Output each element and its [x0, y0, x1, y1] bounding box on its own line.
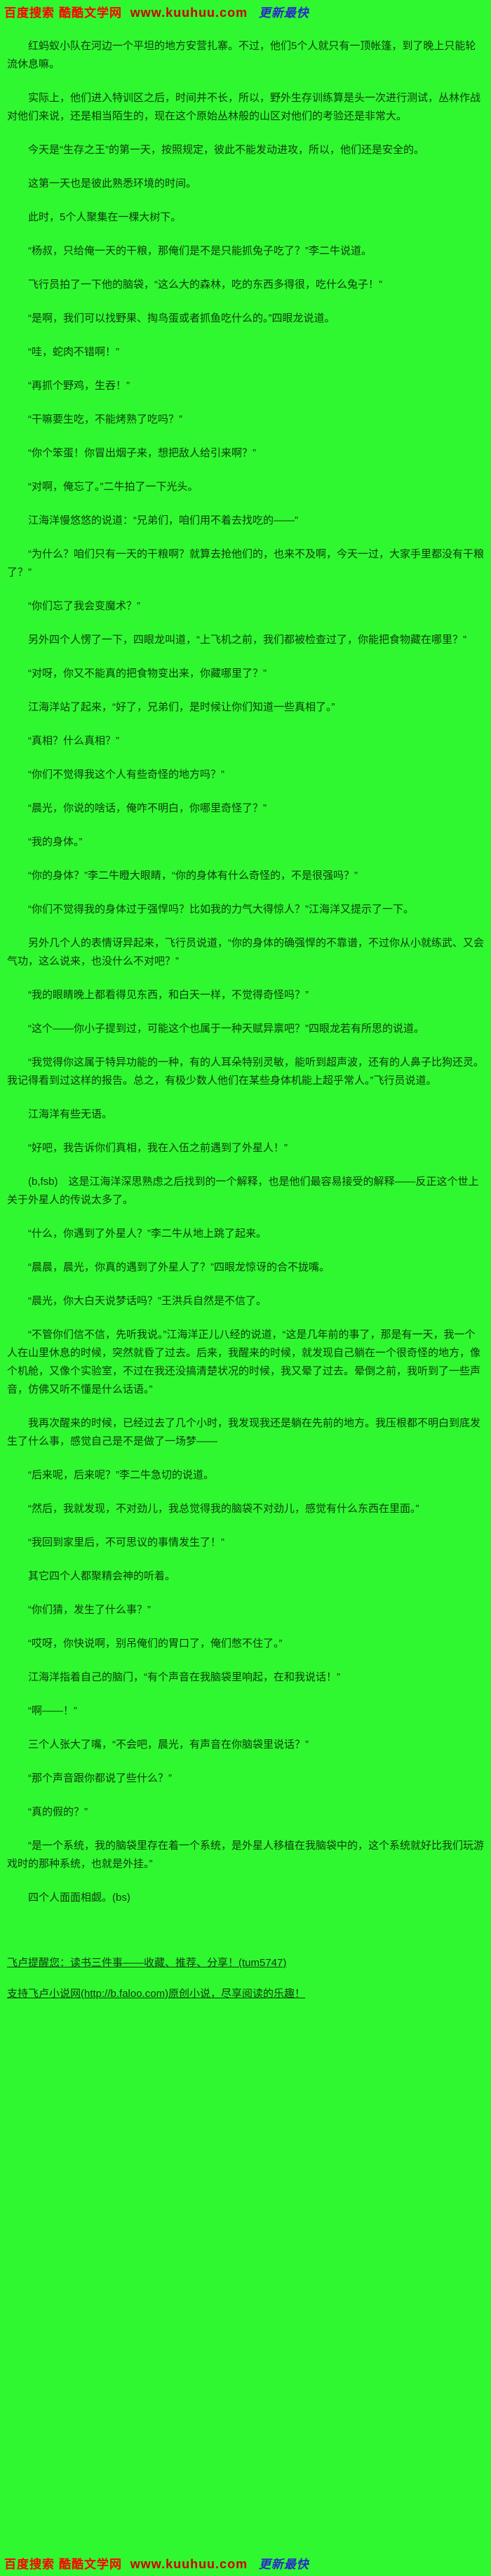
- novel-paragraph: 江海洋慢悠悠的说道：“兄弟们，咱们用不着去找吃的——”: [28, 514, 298, 526]
- chapter-content: 红蚂蚁小队在河边一个平坦的地方安营扎寨。不过，他们5个人就只有一顶帐篷，到了晚上…: [0, 22, 491, 1923]
- novel-paragraph: “真的假的？”: [28, 1806, 88, 1818]
- novel-paragraph: “是一个系统，我的脑袋里存在着一个系统，是外星人移植在我脑袋中的，这个系统就好比…: [7, 1840, 484, 1870]
- header-search-prefix[interactable]: 百度搜索: [4, 6, 55, 20]
- novel-paragraph: “后来呢，后来呢？”李二牛急切的说道。: [28, 1469, 214, 1481]
- novel-paragraph: “啊——！”: [28, 1705, 77, 1717]
- novel-paragraph: “你们猜，发生了什么事？”: [28, 1604, 151, 1616]
- novel-paragraph: “你们不觉得我的身体过于强悍吗？比如我的力气大得惊人？”江海洋又提示了一下。: [28, 903, 414, 915]
- bottom-spacer: [0, 2022, 491, 2551]
- novel-paragraph: “你的身体？”李二牛瞪大眼睛，“你的身体有什么奇怪的，不是很强吗？”: [28, 870, 358, 882]
- novel-paragraph: “哎呀，你快说啊，别吊俺们的胃口了，俺们憋不住了。”: [28, 1638, 283, 1649]
- footer-site-name[interactable]: 酷酷文学网: [59, 2558, 122, 2571]
- novel-paragraph: “那个声音跟你都说了些什么？”: [28, 1772, 172, 1784]
- novel-paragraph: “我回到家里后，不可思议的事情发生了！”: [28, 1536, 224, 1548]
- footer-search-prefix[interactable]: 百度搜索: [4, 2558, 55, 2571]
- novel-paragraph: 红蚂蚁小队在河边一个平坦的地方安营扎寨。不过，他们5个人就只有一顶帐篷，到了晚上…: [7, 40, 476, 70]
- novel-paragraph: “晨光，你说的啥话，俺咋不明白，你哪里奇怪了？”: [28, 802, 267, 814]
- novel-paragraph: “这个——你小子提到过，可能这个也属于一种天赋异禀吧？”四眼龙若有所思的说道。: [28, 1023, 424, 1035]
- novel-paragraph: “好吧，我告诉你们真相，我在入伍之前遇到了外星人！”: [28, 1142, 288, 1154]
- novel-paragraph: 江海洋站了起来，“好了，兄弟们，是时候让你们知道一些真相了。”: [28, 701, 335, 713]
- novel-paragraph: 另外几个人的表情讶异起来，飞行员说道，“你的身体的确强悍的不靠谱，不过你从小就练…: [7, 937, 484, 967]
- novel-paragraph: 其它四个人都聚精会神的听着。: [28, 1570, 176, 1582]
- novel-paragraph: “对啊，俺忘了。”二牛拍了一下光头。: [28, 481, 199, 493]
- novel-paragraph: “杨叔，只给俺一天的干粮，那俺们是不是只能抓兔子吃了？”李二牛说道。: [28, 245, 372, 257]
- site-notices: 飞卢提醒您：读书三件事——收藏、推荐、分享！(tum5747) 支持飞卢小说网(…: [0, 1923, 491, 2022]
- novel-paragraph: “干嘛要生吃，不能烤熟了吃吗？”: [28, 413, 182, 425]
- novel-paragraph: “是啊，我们可以找野果、掏鸟蛋或者抓鱼吃什么的。”四眼龙说道。: [28, 312, 335, 324]
- novel-paragraph: “为什么？咱们只有一天的干粮啊？就算去抢他们的，也来不及啊，今天一过，大家手里都…: [7, 548, 484, 578]
- novel-paragraph: “我的眼睛晚上都看得见东西，和白天一样，不觉得奇怪吗？”: [28, 989, 309, 1001]
- novel-paragraph: 实际上，他们进入特训区之后，时间并不长，所以，野外生存训练算是头一次进行测试，丛…: [7, 92, 481, 122]
- faloo-support-link[interactable]: 支持飞卢小说网(http://b.faloo.com)原创小说，尽享阅读的乐趣！: [7, 1988, 306, 2000]
- novel-paragraph: “晨光，你大白天说梦话吗？”王洪兵自然是不信了。: [28, 1295, 267, 1307]
- novel-paragraph: 三个人张大了嘴，“不会吧，晨光，有声音在你脑袋里说话？”: [28, 1739, 309, 1751]
- novel-paragraph: “我觉得你这属于特异功能的一种，有的人耳朵特别灵敏，能听到超声波，还有的人鼻子比…: [7, 1056, 484, 1087]
- novel-paragraph: “什么，你遇到了外星人？”李二牛从地上跳了起来。: [28, 1228, 267, 1240]
- novel-paragraph: (b,fsb) 这是江海洋深思熟虑之后找到的一个解释，也是他们最容易接受的解释—…: [7, 1176, 479, 1206]
- novel-paragraph: 飞行员拍了一下他的脑袋，“这么大的森林，吃的东西多得很，吃什么兔子！”: [28, 279, 382, 291]
- novel-paragraph: “哇，蛇肉不错啊！”: [28, 346, 119, 358]
- novel-paragraph: 江海洋指着自己的脑门，“有个声音在我脑袋里响起，在和我说话！”: [28, 1671, 340, 1683]
- novel-paragraph: “你们忘了我会变魔术？”: [28, 600, 140, 612]
- header-tagline: 更新最快: [258, 6, 309, 20]
- novel-paragraph: “再抓个野鸡，生吞！”: [28, 380, 130, 392]
- footer-site-url-link[interactable]: www.kuuhuu.com: [130, 2557, 248, 2571]
- novel-paragraph: “你个笨蛋！你冒出烟子来，想把敌人给引来啊？”: [28, 447, 256, 459]
- novel-paragraph: “晨晨，晨光，你真的遇到了外星人了？”四眼龙惊讶的合不拢嘴。: [28, 1261, 330, 1273]
- faloo-tip-link[interactable]: 飞卢提醒您：读书三件事——收藏、推荐、分享！(tum5747): [7, 1957, 287, 1969]
- novel-paragraph: “不管你们信不信，先听我说。”江海洋正儿八经的说道，“这是几年前的事了，那是有一…: [7, 1329, 481, 1395]
- novel-paragraph: 我再次醒来的时候，已经过去了几个小时，我发现我还是躺在先前的地方。我压根都不明白…: [7, 1417, 481, 1447]
- header-site-url-link[interactable]: www.kuuhuu.com: [130, 6, 248, 20]
- novel-paragraph: 今天是“生存之王”的第一天，按照规定，彼此不能发动进攻，所以，他们还是安全的。: [28, 144, 424, 156]
- novel-paragraph: “真相？什么真相？”: [28, 735, 119, 747]
- novel-paragraph: 四个人面面相觑。(bs): [28, 1892, 130, 1904]
- header-banner: 百度搜索酷酷文学网 www.kuuhuu.com 更新最快: [0, 0, 491, 22]
- novel-paragraph: 此时，5个人聚集在一棵大树下。: [28, 211, 182, 223]
- novel-paragraph: 另外四个人愣了一下，四眼龙叫道，“上飞机之前，我们都被检查过了，你能把食物藏在哪…: [28, 634, 466, 646]
- header-site-name[interactable]: 酷酷文学网: [59, 6, 122, 20]
- novel-paragraph: 这第一天也是彼此熟悉环境的时间。: [28, 178, 197, 190]
- novel-paragraph: “对呀，你又不能真的把食物变出来，你藏哪里了？”: [28, 668, 267, 679]
- novel-paragraph: “然后，我就发现，不对劲儿，我总觉得我的脑袋不对劲儿，感觉有什么东西在里面。”: [28, 1503, 419, 1515]
- footer-tagline: 更新最快: [258, 2558, 309, 2571]
- novel-paragraph: “我的身体。”: [28, 836, 83, 848]
- footer-banner: 百度搜索酷酷文学网 www.kuuhuu.com 更新最快: [0, 2551, 491, 2576]
- novel-paragraph: “你们不觉得我这个人有些奇怪的地方吗？”: [28, 769, 224, 781]
- novel-paragraph: 江海洋有些无语。: [28, 1108, 113, 1120]
